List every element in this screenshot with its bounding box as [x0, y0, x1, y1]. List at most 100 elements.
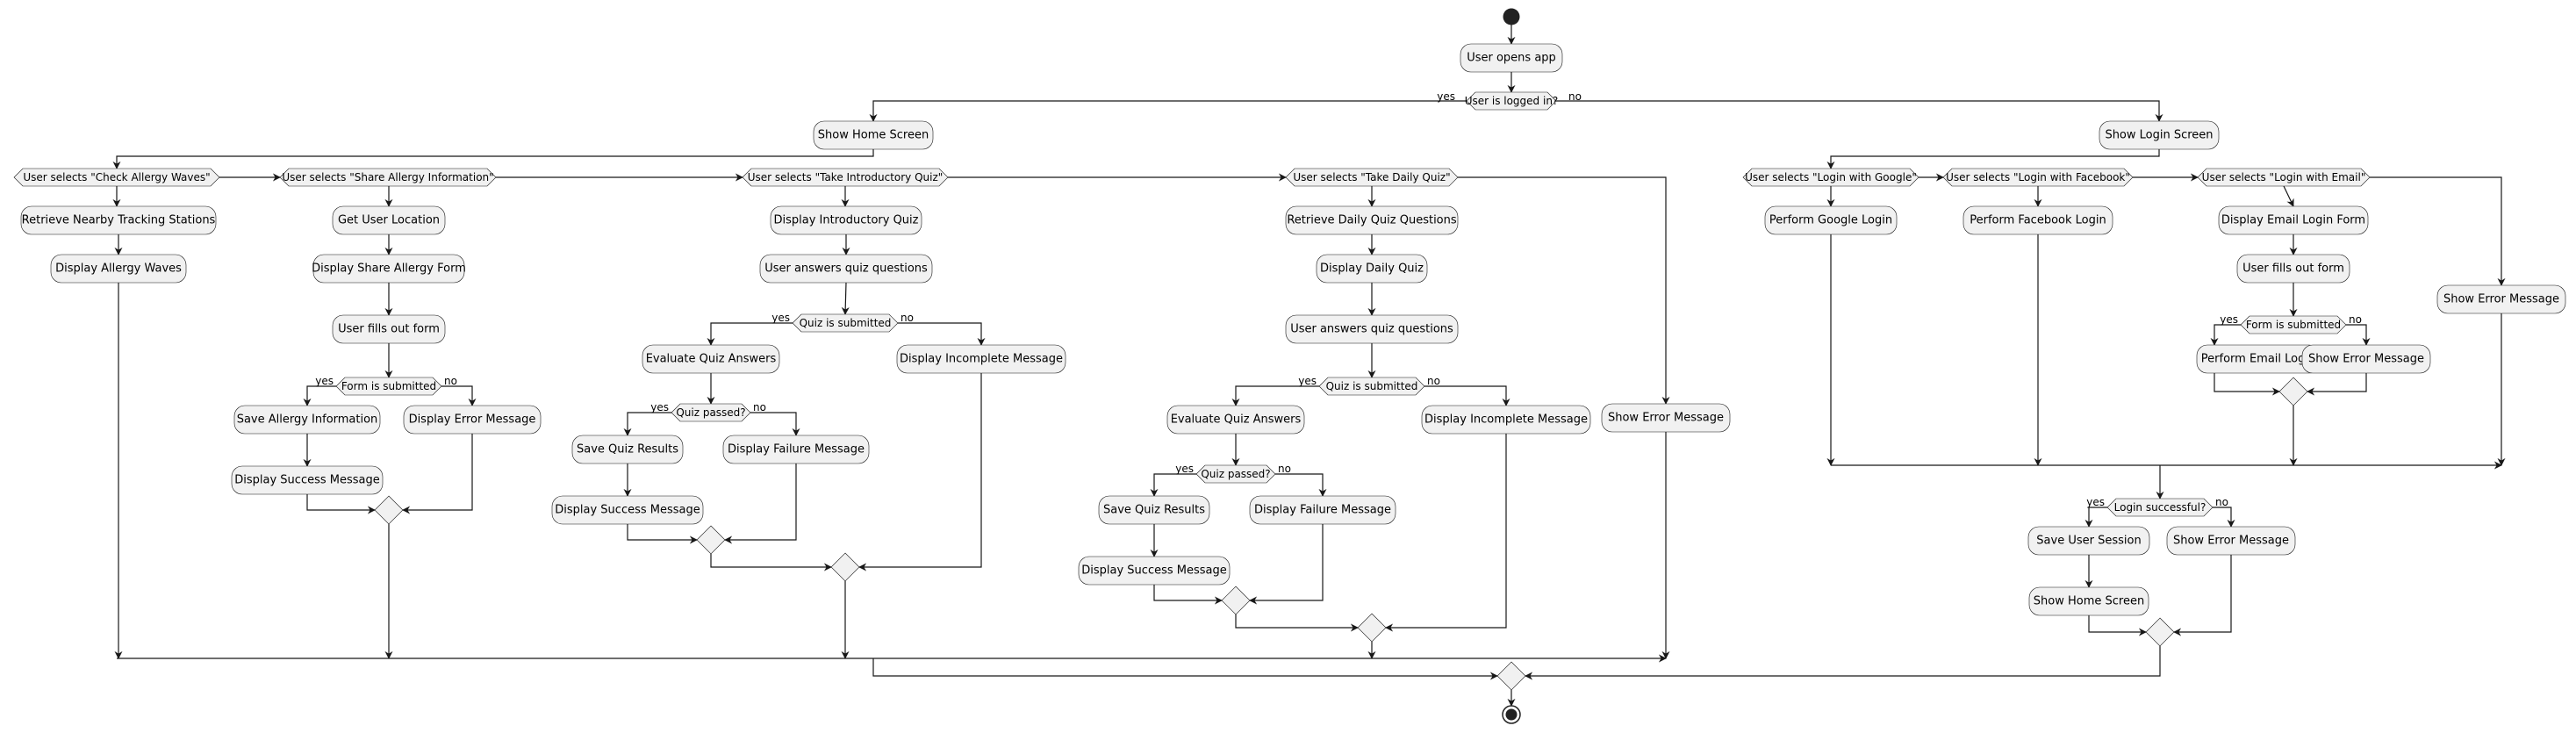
- activity-label: Save Allergy Information: [237, 413, 378, 427]
- condition-label: Quiz is submitted: [1326, 380, 1418, 392]
- start-node: [1503, 8, 1520, 25]
- activity-label: Display Incomplete Message: [1424, 413, 1588, 427]
- condition-c-share-info: User selects "Share Allergy Information": [279, 168, 497, 187]
- condition-label: User is logged in?: [1465, 95, 1559, 107]
- activity-label: User answers quiz questions: [1290, 323, 1453, 336]
- flow-edge: [1424, 385, 1510, 406]
- activity-label: Perform Google Login: [1769, 214, 1892, 227]
- condition-c-login-google: User selects "Login with Google": [1742, 168, 1919, 187]
- activity-label: Display Email Login Form: [2221, 214, 2365, 227]
- condition-label: User selects "Login with Email": [2202, 171, 2366, 183]
- flow-edge: [112, 149, 874, 169]
- activity-label: Display Introductory Quiz: [773, 214, 918, 227]
- condition-c-quiz-sub2: Quiz is submitted: [1318, 377, 1425, 396]
- activity-a-success2: Display Success Message: [551, 495, 704, 525]
- activity-label: Display Incomplete Message: [900, 353, 1063, 366]
- branch-label-yes: yes: [315, 375, 334, 387]
- branch-label-no: no: [444, 375, 457, 387]
- activity-a-home2: Show Home Screen: [2028, 586, 2149, 616]
- activity-a-failure1: Display Failure Message: [722, 435, 870, 464]
- flow-edge: [1385, 434, 1507, 632]
- branch-label-yes: yes: [2086, 496, 2105, 508]
- flow-edge: [2210, 324, 2241, 346]
- branch-label-no: no: [2215, 496, 2228, 508]
- activity-label: Perform Facebook Login: [1970, 214, 2106, 227]
- condition-c-logged-in: User is logged in?: [1465, 91, 1559, 111]
- flow-edge: [623, 412, 671, 436]
- activity-a-login: Show Login Screen: [2099, 120, 2220, 150]
- condition-c-check-waves: User selects "Check Allergy Waves": [13, 168, 220, 187]
- activity-a-save-quiz1: Save Quiz Results: [571, 435, 684, 464]
- condition-c-daily-quiz: User selects "Take Daily Quiz": [1285, 168, 1459, 187]
- merge-diamond: [830, 552, 860, 582]
- activity-label: Display Success Message: [555, 504, 700, 517]
- activity-a-eval1: Evaluate Quiz Answers: [642, 344, 780, 374]
- activity-a-retrieve-daily: Retrieve Daily Quiz Questions: [1285, 205, 1459, 235]
- condition-label: User selects "Take Daily Quiz": [1293, 171, 1450, 183]
- flow-edge: [710, 554, 832, 571]
- activity-label: Retrieve Daily Quiz Questions: [1287, 214, 1457, 227]
- activity-a-email-form: Display Email Login Form: [2218, 205, 2369, 235]
- activity-a-home: Show Home Screen: [813, 120, 934, 150]
- branch-label-yes: yes: [771, 312, 790, 324]
- flow-edge: [441, 385, 477, 406]
- activity-label: User fills out form: [338, 323, 440, 336]
- condition-c-quiz-pass1: Quiz passed?: [671, 403, 751, 422]
- activity-a-error-login: Show Error Message: [2436, 284, 2566, 314]
- flow-edge: [2214, 373, 2280, 396]
- condition-label: Quiz passed?: [1201, 468, 1270, 480]
- activity-a-success1: Display Success Message: [231, 465, 384, 495]
- flow-edge: [1249, 524, 1324, 605]
- condition-label: Quiz is submitted: [800, 317, 892, 329]
- condition-label: Login successful?: [2114, 501, 2206, 514]
- branch-label-no: no: [901, 312, 914, 324]
- condition-label: User selects "Check Allergy Waves": [23, 171, 210, 183]
- activity-label: Show Error Message: [2443, 293, 2559, 306]
- activity-label: Evaluate Quiz Answers: [1171, 413, 1302, 427]
- flow-edge: [2084, 507, 2107, 528]
- activity-a-email-login: Perform Email Login: [2196, 344, 2321, 374]
- merge-diamond: [2145, 617, 2175, 647]
- activity-label: Retrieve Nearby Tracking Stations: [22, 214, 216, 227]
- flow-edge: [1153, 585, 1223, 605]
- condition-label: User selects "Share Allergy Information": [282, 171, 493, 183]
- flow-edge: [2370, 176, 2506, 286]
- activity-a-retrieve-stations: Retrieve Nearby Tracking Stations: [20, 205, 217, 235]
- condition-label: User selects "Login with Facebook": [1946, 171, 2130, 183]
- activity-a-answers2: User answers quiz questions: [1285, 314, 1459, 344]
- flow-edge: [306, 494, 376, 514]
- activity-a-intro-quiz: Display Introductory Quiz: [770, 205, 922, 235]
- activity-label: Show Home Screen: [818, 129, 929, 142]
- flow-edge: [1556, 100, 2163, 122]
- flow-edge: [627, 524, 698, 544]
- branch-label-yes: yes: [2220, 313, 2238, 326]
- flow-edge: [1275, 473, 1327, 497]
- condition-c-quiz-pass2: Quiz passed?: [1195, 464, 1276, 484]
- branch-label-yes: yes: [1175, 463, 1194, 475]
- flow-edge: [707, 322, 793, 346]
- flow-edge: [2307, 373, 2367, 396]
- flow-edge: [724, 464, 797, 544]
- activity-a-save-session: Save User Session: [2027, 526, 2150, 556]
- flow-edge: [1525, 658, 2161, 680]
- activity-label: Show Error Message: [1608, 412, 1724, 425]
- condition-c-login-success: Login successful?: [2106, 498, 2214, 517]
- activity-a-display-waves: Display Allergy Waves: [50, 254, 187, 284]
- flow-edge: [872, 658, 1498, 680]
- branch-label-yes: yes: [1298, 375, 1317, 387]
- activity-label: Show Home Screen: [2034, 595, 2144, 608]
- activity-a-get-location: Get User Location: [332, 205, 446, 235]
- activity-label: Show Login Screen: [2105, 129, 2213, 142]
- activity-a-error-email: Show Error Message: [2301, 344, 2431, 374]
- merge-diamond: [1221, 586, 1251, 615]
- flow-edge: [303, 385, 336, 406]
- activity-a-error-session: Show Error Message: [2166, 526, 2296, 556]
- flow-edge: [2088, 615, 2147, 636]
- condition-c-form1: Form is submitted: [335, 377, 442, 396]
- flow-edge: [1826, 149, 2160, 169]
- activity-label: Display Success Message: [234, 474, 380, 487]
- activity-a-open: User opens app: [1460, 43, 1563, 73]
- condition-c-intro-quiz: User selects "Take Introductory Quiz": [742, 168, 949, 187]
